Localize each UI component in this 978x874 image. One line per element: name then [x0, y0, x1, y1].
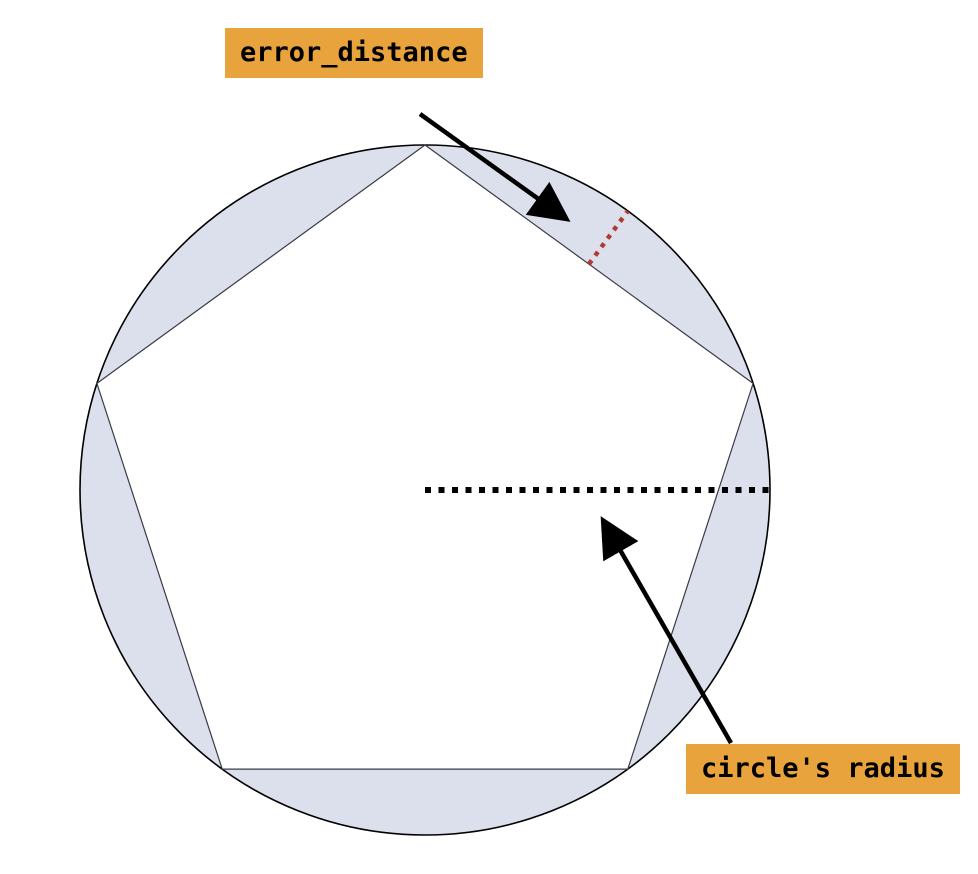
- radius-arrow: [600, 516, 733, 745]
- inscribed-pentagon: [96, 144, 754, 770]
- circle-radius-label: circle's radius: [686, 744, 960, 794]
- error-distance-arrow: [418, 112, 571, 222]
- error-distance-label: error_distance: [225, 28, 483, 78]
- error-distance-line: [587, 209, 630, 266]
